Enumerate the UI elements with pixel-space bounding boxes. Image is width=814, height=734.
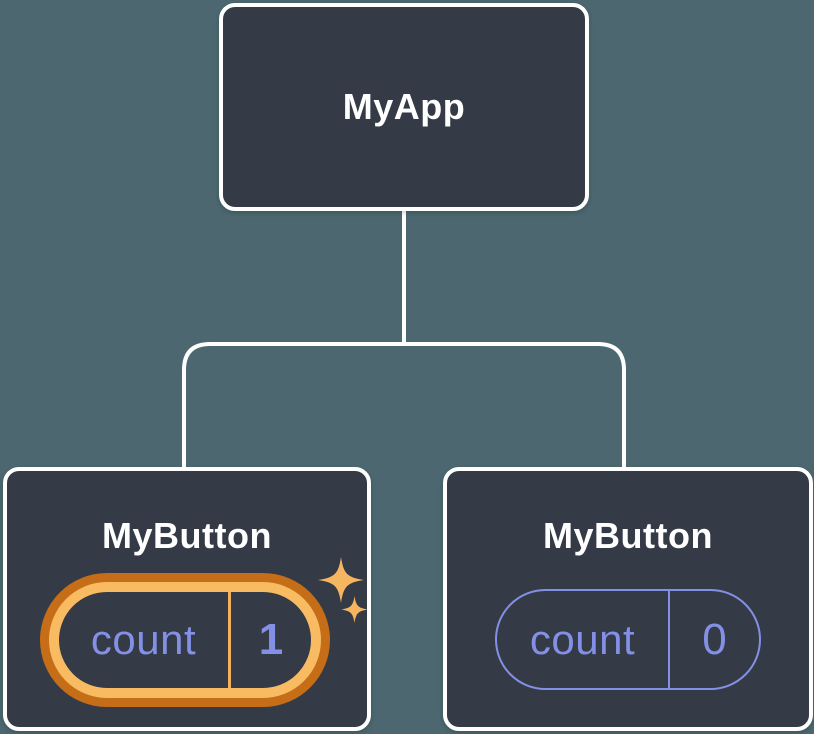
state-key-label: count [90,616,197,663]
component-label-root: MyApp [342,86,466,127]
component-node-child-right: MyButton count 0 [443,467,813,731]
state-value: 1 [258,615,284,664]
state-divider [668,591,670,688]
component-label-child-right: MyButton [543,515,713,556]
component-node-child-left: MyButton count 1 [3,467,371,731]
state-badge-highlighted: count 1 [49,582,321,698]
state-divider [228,592,231,688]
state-value: 0 [702,614,727,664]
sparkle-icon-small [341,596,368,623]
sparkle-icon-large [318,557,364,603]
component-label-child-left: MyButton [102,515,272,556]
component-node-root: MyApp [219,3,589,211]
state-badge: count 0 [495,589,761,690]
state-key-label: count [529,615,636,663]
connector-branch [182,342,626,470]
